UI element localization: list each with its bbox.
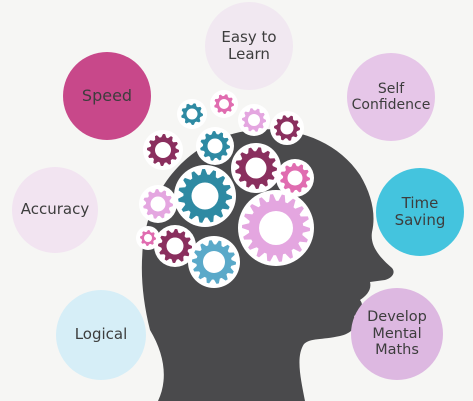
gear-icon (154, 225, 196, 267)
gear-icon (276, 159, 314, 197)
logical-label: Logical (74, 325, 128, 344)
easy-to-learn-label: Easy to Learn (221, 27, 277, 63)
speed-bubble: Speed (63, 52, 151, 140)
speed-label: Speed (81, 85, 133, 105)
time-saving-bubble: Time Saving (376, 168, 464, 256)
develop-mental-maths-bubble: Develop Mental Maths (351, 288, 443, 380)
gear-icon (196, 127, 234, 165)
self-confidence-label: Self Confidence (351, 80, 431, 113)
easy-to-learn-bubble: Easy to Learn (205, 2, 293, 90)
gear-icon (238, 190, 314, 266)
gear-icon (188, 236, 240, 288)
gear-icon (231, 143, 281, 193)
gear-icon (139, 185, 177, 223)
gear-icon (238, 104, 270, 136)
gear-icon (136, 226, 160, 250)
gear-icon (177, 99, 207, 129)
gear-icon (210, 90, 238, 118)
accuracy-bubble: Accuracy (12, 167, 98, 253)
gear-icon (270, 111, 304, 145)
time-saving-label: Time Saving (394, 193, 446, 229)
self-confidence-bubble: Self Confidence (347, 53, 435, 141)
accuracy-label: Accuracy (20, 200, 90, 219)
gear-icon (174, 165, 236, 227)
logical-bubble: Logical (56, 290, 146, 380)
develop-mental-maths-label: Develop Mental Maths (367, 308, 427, 359)
gear-icon (143, 130, 183, 170)
gears-group (136, 90, 314, 288)
